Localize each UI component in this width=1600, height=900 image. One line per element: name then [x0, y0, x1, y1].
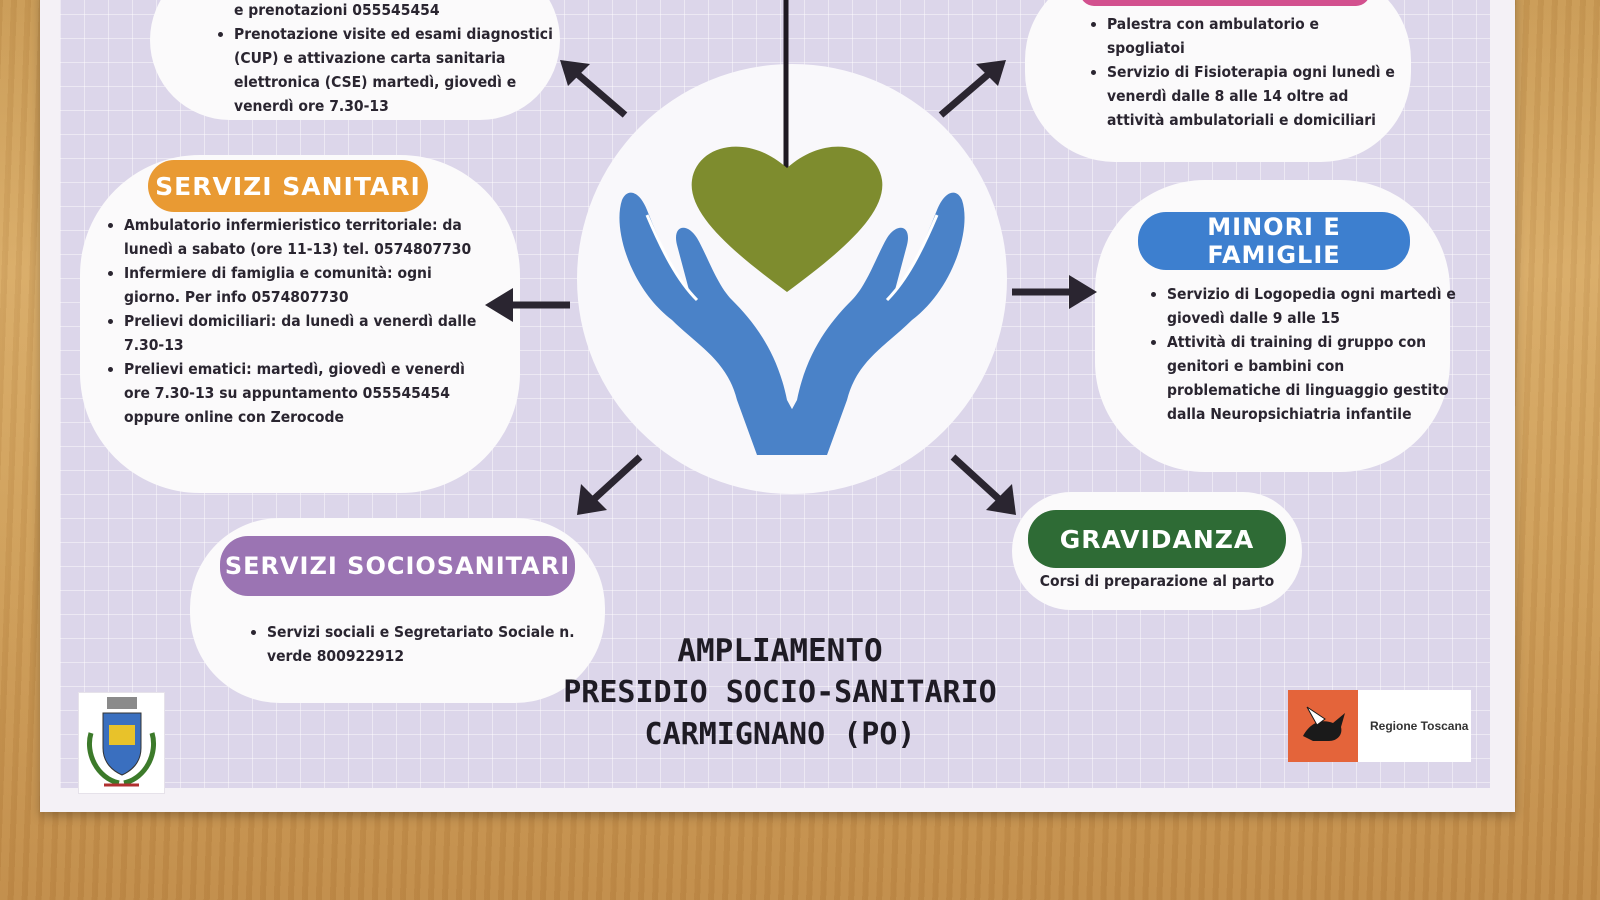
- heading-minori-famiglie: MINORI E FAMIGLIE: [1138, 212, 1410, 270]
- bubble-top-right: Palestra con ambulatorio e spogliatoi Se…: [1025, 0, 1411, 162]
- arrow-down-right: [950, 454, 1016, 515]
- title-line-3: CARMIGNANO (PO): [644, 717, 916, 752]
- regione-toscana-label: Regione Toscana: [1370, 719, 1469, 733]
- list-item: Prelievi ematici: martedì, giovedì e ven…: [124, 357, 484, 429]
- arrow-down-left: [577, 454, 643, 515]
- list-item: Palestra con ambulatorio e spogliatoi: [1107, 12, 1397, 60]
- title-line-2: PRESIDIO SOCIO-SANITARIO: [563, 675, 997, 710]
- regione-toscana-logo: Regione Toscana: [1288, 690, 1471, 762]
- list-item: Prenotazione visite ed esami diagnostici…: [234, 22, 554, 118]
- arrow-right: [1012, 275, 1097, 309]
- arrow-left: [485, 288, 570, 322]
- arrow-up-left: [560, 60, 628, 118]
- hands-heart-illustration: [619, 0, 965, 455]
- list-item: Ambulatorio infermieristico territoriale…: [124, 213, 484, 261]
- list-item: Attività di training di gruppo con genit…: [1167, 330, 1457, 426]
- heading-servizi-sociosanitari: SERVIZI SOCIOSANITARI: [220, 536, 575, 596]
- bubble-top-left: e prenotazioni 055545454 Prenotazione vi…: [150, 0, 560, 120]
- list-item: Servizio di Logopedia ogni martedì e gio…: [1167, 282, 1457, 330]
- title-line-1: AMPLIAMENTO: [677, 633, 883, 669]
- gravidanza-text: Corsi di preparazione al parto: [1039, 572, 1275, 590]
- list-item: Infermiere di famiglia e comunità: ogni …: [124, 261, 484, 309]
- arrow-up-right: [938, 60, 1006, 118]
- comune-coat-of-arms-logo: [78, 692, 165, 794]
- list-item: Servizi sociali e Segretariato Sociale n…: [267, 620, 597, 668]
- list-item: Servizio di Fisioterapia ogni lunedì e v…: [1107, 60, 1397, 132]
- list-item: Prelievi domiciliari: da lunedì a venerd…: [124, 309, 484, 357]
- heading-servizi-sanitari: SERVIZI SANITARI: [148, 160, 428, 212]
- poster-title: AMPLIAMENTO PRESIDIO SOCIO-SANITARIO CAR…: [560, 630, 1000, 756]
- heading-gravidanza: GRAVIDANZA: [1028, 510, 1286, 568]
- pegasus-icon: [1288, 690, 1358, 762]
- list-item: e prenotazioni 055545454: [234, 1, 440, 19]
- coat-of-arms-icon: [87, 697, 156, 787]
- pink-heading-pill: [1080, 0, 1370, 6]
